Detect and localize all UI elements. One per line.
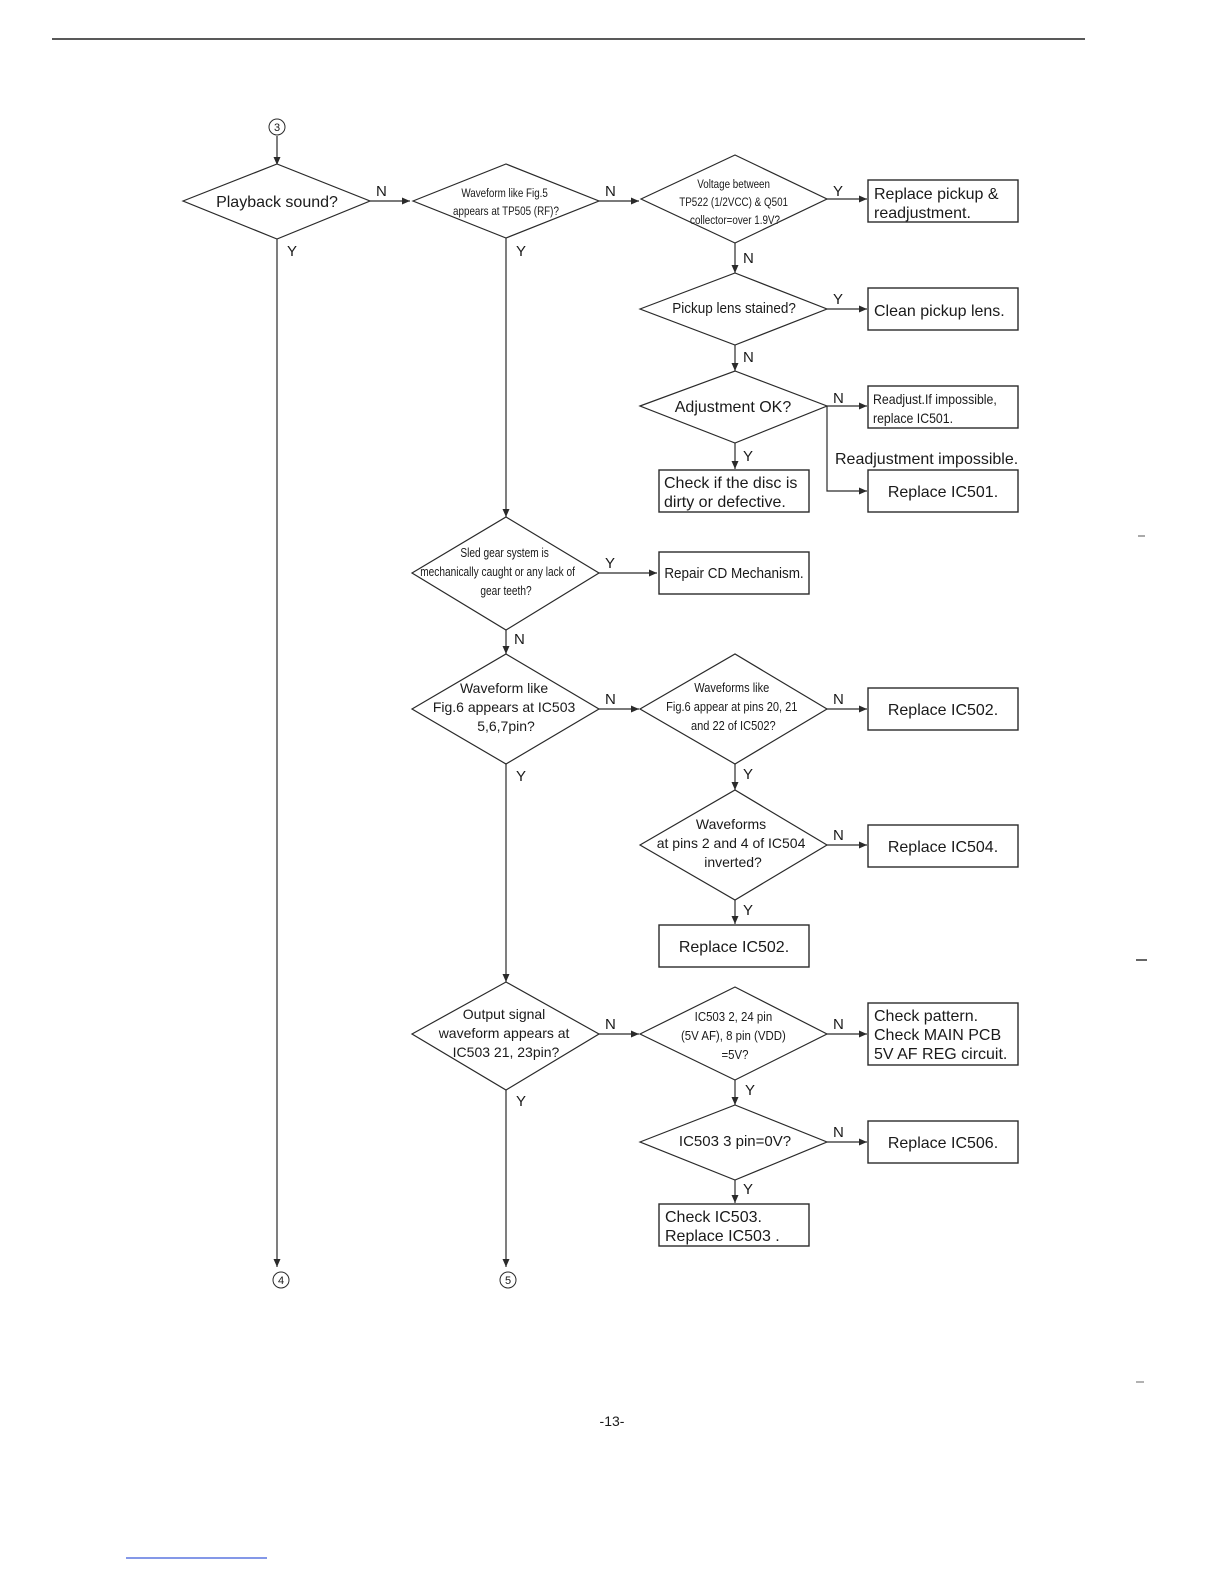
svg-text:IC503 2, 24 pin (5V AF),: IC503 2, 24 pin (5V AF), 8 pin (VDD) =5V…: [681, 1009, 789, 1062]
svg-text:Playback sound?: Playback sound?: [216, 194, 338, 211]
decision-pickup-lens-stained: Pickup lens stained?: [638, 272, 829, 346]
decision-adjustment-ok: Adjustment OK?: [638, 370, 829, 444]
svg-text:Waveforms at pins 2 and: Waveforms at pins 2 and 4 of IC504 inver…: [657, 816, 810, 870]
box-repair-cd-mechanism: Repair CD Mechanism.: [658, 551, 810, 595]
svg-text:Replace IC504.: Replace IC504.: [888, 839, 998, 856]
svg-text:Y: Y: [833, 183, 843, 200]
svg-text:Y: Y: [516, 768, 526, 785]
svg-text:N: N: [743, 349, 754, 366]
svg-text:Output signal waveform a: Output signal waveform appears at IC503 …: [438, 1006, 574, 1060]
svg-text:Voltage between TP522 (1: Voltage between TP522 (1/2VCC) & Q501 co…: [679, 178, 791, 227]
note-readjustment-impossible: Readjustment impossible.: [835, 451, 1018, 468]
connector-start: 3: [268, 118, 286, 136]
svg-text:5: 5: [505, 1275, 511, 1287]
svg-text:3: 3: [274, 122, 280, 134]
box-replace-pickup: Replace pickup &readjustment.: [867, 179, 1019, 223]
branch-labels: N Y N Y Y N Y N N Y Y N N Y N Y N Y N Y …: [287, 183, 844, 1198]
box-replace-ic501: Replace IC501.: [867, 469, 1019, 513]
arrowheads: [273, 157, 867, 1267]
decision-ic504-inverted: Waveforms at pins 2 and 4 of IC504 inver…: [638, 789, 829, 901]
connector-end-left: 4: [272, 1271, 290, 1289]
svg-text:IC503 3 pin=0V?: IC503 3 pin=0V?: [679, 1133, 791, 1150]
decision-waveforms-ic502: Waveforms like Fig.6 appear at pins 20, …: [638, 653, 829, 765]
svg-text:Y: Y: [743, 448, 753, 465]
svg-text:Y: Y: [516, 243, 526, 260]
box-replace-ic504: Replace IC504.: [867, 824, 1019, 868]
svg-text:Check IC503.Replace IC503 .: Check IC503.Replace IC503 .: [665, 1209, 780, 1245]
svg-text:Y: Y: [833, 291, 843, 308]
svg-text:Y: Y: [743, 766, 753, 783]
decision-sled-gear: Sled gear system is mechanically caught …: [410, 516, 601, 631]
svg-text:N: N: [833, 827, 844, 844]
svg-text:Y: Y: [287, 243, 297, 260]
svg-text:Adjustment OK?: Adjustment OK?: [675, 399, 792, 416]
decision-waveform-fig6-ic503: Waveform like Fig.6 appears at IC503 5,6…: [410, 653, 601, 765]
decision-ic503-pin3: IC503 3 pin=0V?: [638, 1104, 829, 1181]
svg-text:Replace IC502.: Replace IC502.: [679, 939, 789, 956]
decision-waveform-fig5: Waveform like Fig.5 appears at TP505 (RF…: [411, 163, 601, 239]
svg-text:N: N: [605, 183, 616, 200]
svg-text:Y: Y: [743, 902, 753, 919]
svg-text:Y: Y: [743, 1181, 753, 1198]
svg-text:N: N: [833, 691, 844, 708]
box-replace-ic502-a: Replace IC502.: [867, 687, 1019, 731]
svg-text:Y: Y: [745, 1082, 755, 1099]
decision-playback-sound: Playback sound?: [181, 163, 372, 240]
box-clean-pickup-lens: Clean pickup lens.: [867, 287, 1019, 331]
connector-end-mid: 5: [499, 1271, 517, 1289]
decision-voltage-check: Voltage between TP522 (1/2VCC) & Q501 co…: [639, 154, 829, 244]
svg-text:Repair CD Mechanism.: Repair CD Mechanism.: [664, 565, 803, 582]
svg-text:Pickup lens stained?: Pickup lens stained?: [672, 300, 796, 317]
box-replace-ic506: Replace IC506.: [867, 1120, 1019, 1164]
svg-text:Replace IC502.: Replace IC502.: [888, 702, 998, 719]
svg-text:Y: Y: [605, 555, 615, 572]
svg-text:4: 4: [278, 1275, 284, 1287]
svg-text:Waveform like Fig.6 appe: Waveform like Fig.6 appears at IC503 5,6…: [433, 680, 579, 734]
svg-text:N: N: [514, 631, 525, 648]
decision-ic503-voltage: IC503 2, 24 pin (5V AF), 8 pin (VDD) =5V…: [638, 986, 829, 1081]
svg-text:Waveform like Fig.5 appe: Waveform like Fig.5 appears at TP505 (RF…: [453, 187, 559, 218]
svg-text:N: N: [833, 1016, 844, 1033]
svg-text:Clean pickup lens.: Clean pickup lens.: [874, 303, 1005, 320]
svg-text:N: N: [833, 1124, 844, 1141]
box-readjust: Readjust.If impossible,replace IC501.: [867, 385, 1019, 429]
box-check-ic503: Check IC503.Replace IC503 .: [658, 1203, 810, 1247]
decision-output-signal: Output signal waveform appears at IC503 …: [410, 981, 601, 1091]
svg-text:N: N: [605, 1016, 616, 1033]
svg-text:N: N: [743, 250, 754, 267]
svg-text:Waveforms like Fig.6 app: Waveforms like Fig.6 appear at pins 20, …: [666, 680, 800, 733]
svg-text:N: N: [605, 691, 616, 708]
svg-text:Sled gear system is mech: Sled gear system is mechanically caught …: [420, 546, 578, 598]
svg-text:Replace pickup &readjustment.: Replace pickup &readjustment.: [874, 186, 999, 222]
svg-text:Y: Y: [516, 1093, 526, 1110]
box-replace-ic502-b: Replace IC502.: [658, 924, 810, 968]
svg-text:N: N: [833, 390, 844, 407]
svg-text:N: N: [376, 183, 387, 200]
svg-text:Replace IC506.: Replace IC506.: [888, 1135, 998, 1152]
svg-text:Readjust.If impossible,replace: Readjust.If impossible,replace IC501.: [873, 391, 997, 426]
page-number: -13-: [600, 1413, 625, 1429]
svg-text:Replace IC501.: Replace IC501.: [888, 484, 998, 501]
